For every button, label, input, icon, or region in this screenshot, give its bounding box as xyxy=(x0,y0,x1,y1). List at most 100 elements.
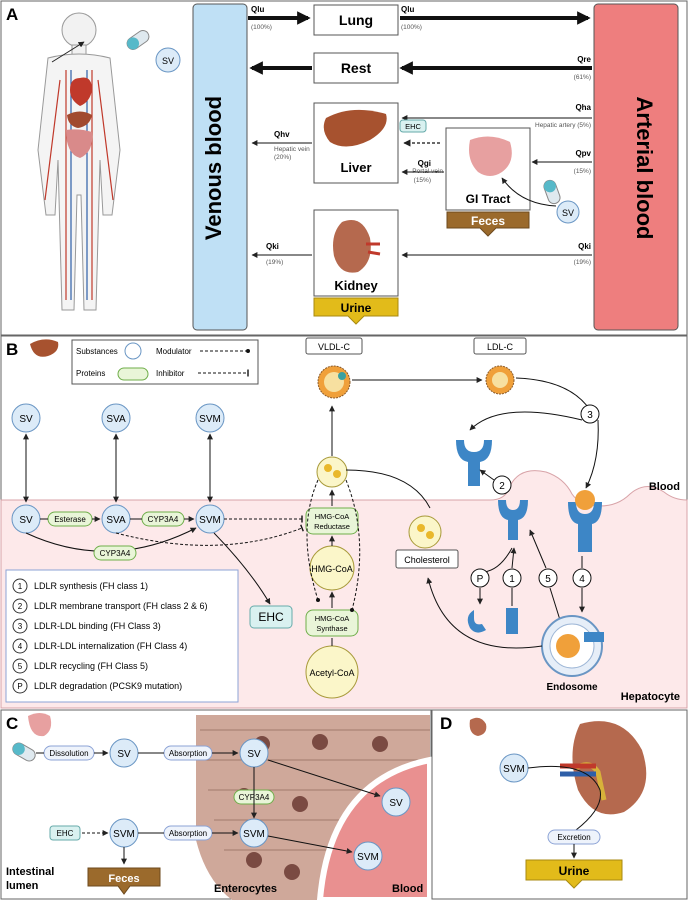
svm-node-b-top: SVM xyxy=(195,403,225,433)
ehc-tag-a xyxy=(399,119,427,133)
venous-blood-label: Venous blood xyxy=(201,96,226,240)
rest-label: Rest xyxy=(341,60,372,76)
svm-node-c1: SVM xyxy=(109,818,139,848)
svg-text:Absorption: Absorption xyxy=(169,829,207,838)
svg-text:Acetyl-CoA: Acetyl-CoA xyxy=(309,668,354,678)
vldl-particle-icon xyxy=(317,365,351,399)
ldl-receptor-icon xyxy=(456,440,492,486)
qhv-pct: (20%) xyxy=(274,154,291,161)
qki-right: Qki xyxy=(578,242,591,251)
step-list-mark-text: 4 xyxy=(18,642,23,651)
step-list-marker xyxy=(12,678,28,694)
lung-box xyxy=(313,4,399,36)
dissolution-step: Dissolution xyxy=(43,745,95,761)
legend-substances: Substances xyxy=(76,347,118,356)
sv-node-a-top-label: SV xyxy=(162,56,174,66)
sv-node-a-gi-label: SV xyxy=(562,208,574,218)
qpv-pct: (15%) xyxy=(574,168,591,175)
kidney-icon-small xyxy=(469,717,487,736)
step-3-marker: 3 xyxy=(580,404,600,424)
svg-text:3: 3 xyxy=(587,410,593,421)
step-p-marker: P xyxy=(470,568,490,588)
panel-b-letter: B xyxy=(6,340,18,359)
liver-icon xyxy=(323,109,387,147)
svg-text:SVM: SVM xyxy=(199,414,221,425)
gi-tract-icon xyxy=(469,136,512,176)
feces-output-a xyxy=(446,211,530,237)
svg-text:SV: SV xyxy=(247,749,261,760)
urine-label-a: Urine xyxy=(341,301,372,315)
human-body-icon xyxy=(37,12,121,311)
sv-node-b: SV xyxy=(11,504,41,534)
hepatocyte-label: Hepatocyte xyxy=(621,691,680,703)
blood-label-c: Blood xyxy=(392,883,423,895)
qlu-right: Qlu xyxy=(401,5,414,14)
excretion-step: Excretion xyxy=(547,829,601,845)
step-list-item: LDLR-LDL binding (FH Class 3) xyxy=(34,621,161,631)
hmgcoa-node: HMG-CoA xyxy=(309,545,355,591)
svg-text:SVA: SVA xyxy=(106,414,126,425)
svg-text:EHC: EHC xyxy=(57,829,74,838)
svg-text:SV: SV xyxy=(117,749,131,760)
intestinal-label: Intestinal xyxy=(6,866,54,878)
svg-text:Absorption: Absorption xyxy=(169,749,207,758)
svg-text:SVA: SVA xyxy=(106,515,126,526)
qgi-desc: Portal vein xyxy=(412,168,443,175)
qre: Qre xyxy=(577,55,591,64)
step-list-marker xyxy=(12,618,28,634)
svg-text:Synthase: Synthase xyxy=(316,624,347,633)
svm-node-c2: SVM xyxy=(239,818,269,848)
sv-node-b-top: SV xyxy=(11,403,41,433)
arterial-blood-column xyxy=(593,3,679,331)
panel-a-letter: A xyxy=(6,5,18,24)
ldl-label-box: LDL-C xyxy=(473,337,527,355)
degraded-receptor-icon xyxy=(467,610,486,633)
feces-output-c xyxy=(87,867,161,895)
svg-text:SVM: SVM xyxy=(503,764,525,775)
svg-text:EHC: EHC xyxy=(258,610,284,624)
ldl-particle-icon xyxy=(485,365,515,395)
esterase-protein: Esterase xyxy=(47,511,93,527)
urine-output-d xyxy=(525,859,623,889)
ehc-tag-c: EHC xyxy=(49,825,81,841)
svg-text:HMG-CoA: HMG-CoA xyxy=(315,512,350,521)
feces-label-c: Feces xyxy=(108,873,139,885)
svm-node-c3: SVM xyxy=(353,841,383,871)
legend-modulator: Modulator xyxy=(156,347,192,356)
svg-text:2: 2 xyxy=(499,481,505,492)
lung-label: Lung xyxy=(339,12,373,28)
pill-icon xyxy=(543,179,561,205)
step-5-marker: 5 xyxy=(538,568,558,588)
ehc-tag-a-label: EHC xyxy=(405,122,421,131)
kidney-label: Kidney xyxy=(334,278,378,293)
svg-text:LDL-C: LDL-C xyxy=(487,342,514,352)
step-list-mark-text: 5 xyxy=(18,662,23,671)
svg-text:SVM: SVM xyxy=(243,829,265,840)
step-list-item: LDLR membrane transport (FH class 2 & 6) xyxy=(34,601,208,611)
cholesterol-droplet-icon xyxy=(408,515,442,549)
svm-node-b: SVM xyxy=(195,504,225,534)
step-list-item: LDLR-LDL internalization (FH Class 4) xyxy=(34,641,187,651)
steps-list-box xyxy=(5,569,239,703)
urine-label-d: Urine xyxy=(559,864,590,878)
svg-text:SVM: SVM xyxy=(357,852,379,863)
sva-node-b: SVA xyxy=(101,504,131,534)
svg-text:P: P xyxy=(477,574,484,585)
absorption-step-1: Absorption xyxy=(163,745,213,761)
step-list-mark-text: 2 xyxy=(18,602,23,611)
step-2-marker: 2 xyxy=(492,475,512,495)
step-list-mark-text: 3 xyxy=(18,622,23,631)
legend-inhibitor: Inhibitor xyxy=(156,369,185,378)
sv-node-c1: SV xyxy=(109,738,139,768)
step-list-item: LDLR synthesis (FH class 1) xyxy=(34,581,148,591)
qlu-left: Qlu xyxy=(251,5,264,14)
ldl-receptor-icon xyxy=(498,500,528,540)
panel-c-letter: C xyxy=(6,714,18,733)
qlu-left-pct: (100%) xyxy=(251,24,272,31)
svg-text:VLDL-C: VLDL-C xyxy=(318,342,351,352)
legend-protein-swatch xyxy=(117,367,149,381)
svg-text:Reductase: Reductase xyxy=(314,522,350,531)
rest-box xyxy=(313,52,399,84)
svg-text:HMG-CoA: HMG-CoA xyxy=(311,564,353,574)
